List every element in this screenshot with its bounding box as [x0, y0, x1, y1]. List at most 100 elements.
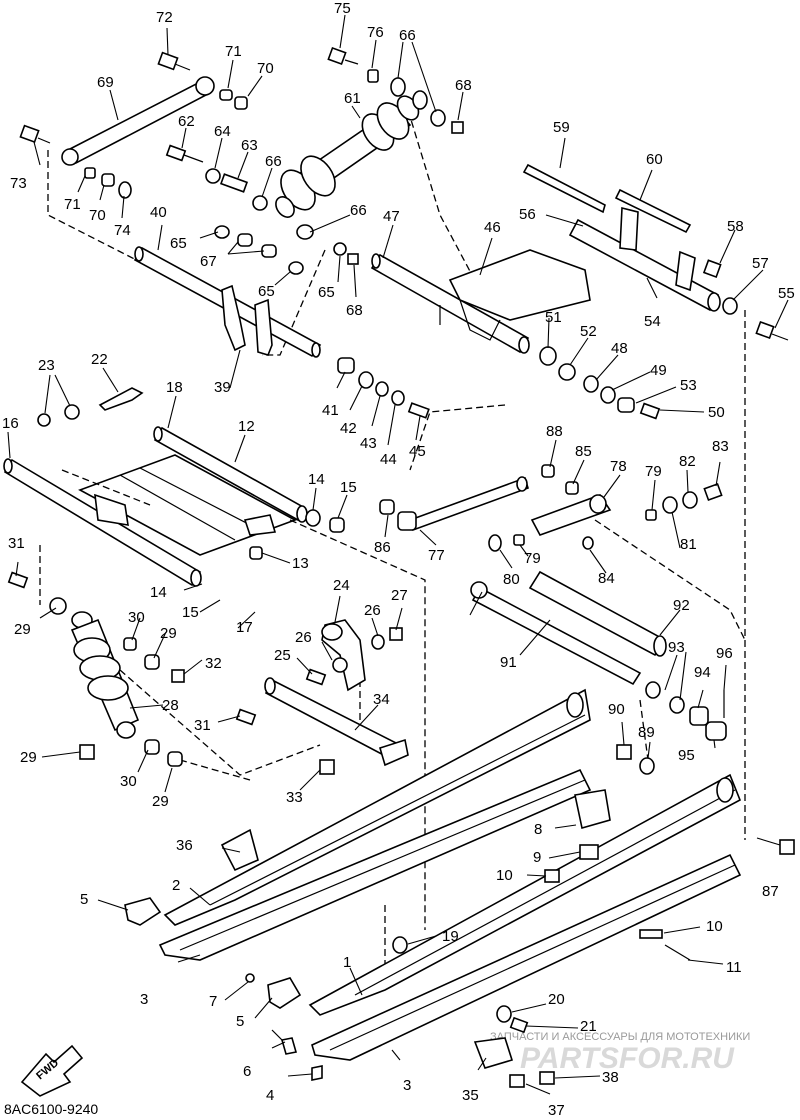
callout-16: 16 [2, 415, 19, 432]
shafts-91-92 [470, 570, 727, 775]
callout-23: 23 [38, 357, 55, 374]
callout-47: 47 [383, 208, 400, 225]
slide-rail-left-2 [158, 688, 592, 961]
callout-49: 49 [650, 362, 667, 379]
callout-10: 10 [496, 867, 513, 884]
callout-66b: 66 [399, 27, 416, 44]
slide-rail-right-1 [308, 773, 795, 1088]
callout-70b: 70 [89, 207, 106, 224]
front-shock-28 [7, 571, 185, 767]
callout-33: 33 [286, 789, 303, 806]
callout-25: 25 [274, 647, 291, 664]
bracket-24-34 [235, 619, 409, 775]
callout-83: 83 [712, 438, 729, 455]
link-rod-69 [61, 76, 215, 166]
callout-56: 56 [519, 206, 536, 223]
callout-28: 28 [162, 697, 179, 714]
callout-73: 73 [10, 175, 27, 192]
callout-30: 30 [128, 609, 145, 626]
callout-65b: 65 [258, 283, 275, 300]
rear-axle-40 [133, 225, 359, 358]
callout-35: 35 [462, 1087, 479, 1104]
callout-63: 63 [241, 137, 258, 154]
callout-40: 40 [150, 204, 167, 221]
callout-4: 4 [266, 1087, 274, 1104]
callout-24: 24 [333, 577, 350, 594]
callout-94: 94 [694, 664, 711, 681]
callout-89: 89 [638, 724, 655, 741]
callout-68: 68 [455, 77, 472, 94]
callout-9: 9 [533, 849, 541, 866]
watermark-tagline: ЗАПЧАСТИ И АКСЕССУАРЫ ДЛЯ МОТОТЕХНИКИ [490, 1031, 750, 1043]
front-frame-12 [3, 387, 345, 587]
callout-87: 87 [762, 883, 779, 900]
callout-15b: 15 [182, 604, 199, 621]
callout-62: 62 [178, 113, 195, 130]
leader-lines [7, 14, 789, 1095]
callout-61: 61 [344, 90, 361, 107]
bushings-41-45 [337, 357, 430, 419]
callout-55: 55 [778, 285, 795, 302]
callout-84: 84 [598, 570, 615, 587]
callout-85: 85 [575, 443, 592, 460]
callout-77: 77 [428, 547, 445, 564]
callout-19: 19 [442, 928, 459, 945]
hardware-bottom-left [124, 897, 323, 1081]
watermark-brand: PARTSFOR.RU [520, 1042, 735, 1075]
callout-90: 90 [608, 701, 625, 718]
callout-22: 22 [91, 351, 108, 368]
callout-29c: 29 [20, 749, 37, 766]
callout-50: 50 [708, 404, 725, 421]
callout-58: 58 [727, 218, 744, 235]
callout-80: 80 [503, 571, 520, 588]
callout-52: 52 [580, 323, 597, 340]
callout-59: 59 [553, 119, 570, 136]
link-arm-77 [379, 464, 723, 552]
callout-31: 31 [8, 535, 25, 552]
callout-6: 6 [243, 1063, 251, 1080]
callout-13: 13 [292, 555, 309, 572]
callout-30b: 30 [120, 773, 137, 790]
callout-38: 38 [602, 1069, 619, 1086]
callout-43: 43 [360, 435, 377, 452]
callout-46: 46 [484, 219, 501, 236]
front-arm-54 [522, 163, 789, 341]
callout-39: 39 [214, 379, 231, 396]
callout-5: 5 [80, 891, 88, 908]
callout-51: 51 [545, 309, 562, 326]
callout-53: 53 [680, 377, 697, 394]
callout-34: 34 [373, 691, 390, 708]
callout-26: 26 [364, 602, 381, 619]
callout-88: 88 [546, 423, 563, 440]
callout-42: 42 [340, 420, 357, 437]
callout-65: 65 [170, 235, 187, 252]
callout-36: 36 [176, 837, 193, 854]
callout-66c: 66 [350, 202, 367, 219]
callout-26b: 26 [295, 629, 312, 646]
callout-37: 37 [548, 1102, 565, 1119]
callout-54: 54 [644, 313, 661, 330]
callout-8: 8 [534, 821, 542, 838]
diagram-code: 8AC6100-9240 [4, 1101, 98, 1117]
callout-71b: 71 [64, 196, 81, 213]
callout-12: 12 [238, 418, 255, 435]
callout-91: 91 [500, 654, 517, 671]
callout-82: 82 [679, 453, 696, 470]
callout-92: 92 [673, 597, 690, 614]
callout-44: 44 [380, 451, 397, 468]
callout-45: 45 [409, 443, 426, 460]
callout-2: 2 [172, 877, 180, 894]
callout-14: 14 [308, 471, 325, 488]
callout-76: 76 [367, 24, 384, 41]
callout-64: 64 [214, 123, 231, 140]
callout-11: 11 [726, 959, 742, 976]
callout-79b: 79 [645, 463, 662, 480]
callout-72: 72 [156, 9, 173, 26]
callout-3: 3 [140, 991, 148, 1008]
callout-81: 81 [680, 536, 697, 553]
callout-32: 32 [205, 655, 222, 672]
callout-68b: 68 [346, 302, 363, 319]
rear-shock-61 [275, 95, 420, 218]
callout-67: 67 [200, 253, 217, 270]
